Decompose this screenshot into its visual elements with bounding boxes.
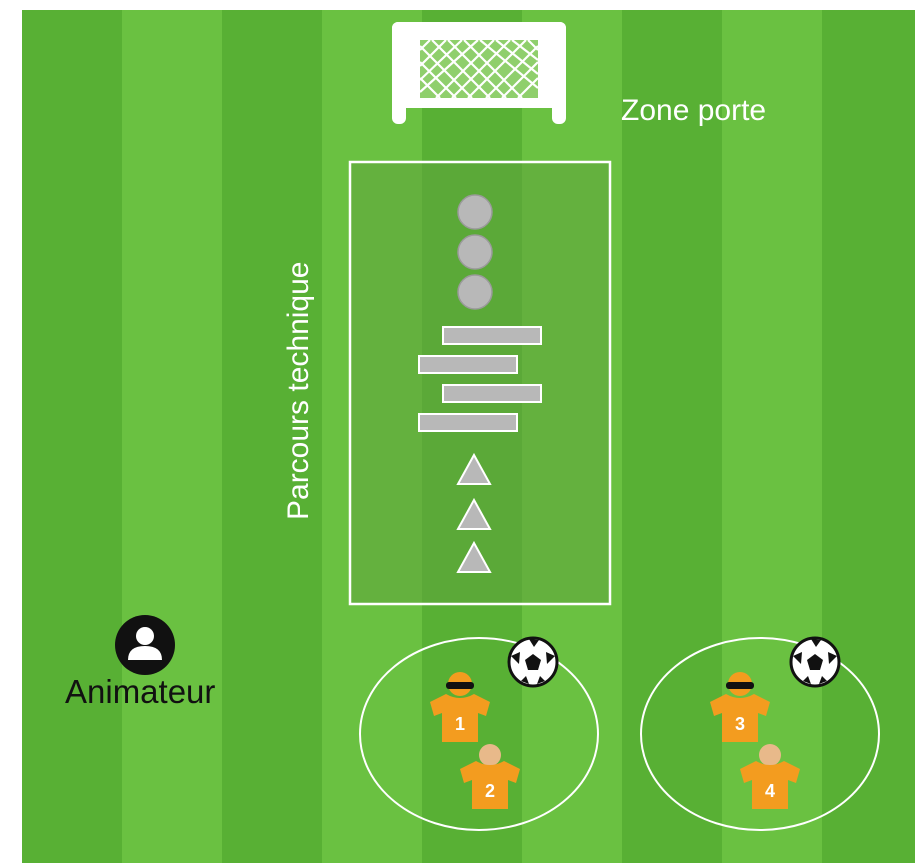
player-number: 4 — [765, 781, 775, 801]
pitch-stripe — [822, 10, 915, 863]
hurdle-bar — [418, 355, 518, 374]
group-circle-left — [359, 637, 599, 831]
cone-marker — [456, 540, 492, 573]
goal-icon — [392, 22, 566, 124]
pitch-stripes — [22, 10, 915, 863]
cone-marker — [456, 452, 492, 485]
blindfold-icon — [446, 682, 474, 689]
player-4: 4 — [740, 744, 800, 809]
jersey-icon — [710, 694, 770, 742]
coach-icon — [115, 615, 175, 675]
player-head — [479, 744, 501, 766]
player-number: 2 — [485, 781, 495, 801]
disc-marker — [457, 194, 493, 230]
football-icon — [507, 636, 559, 688]
pitch-stripe — [22, 10, 122, 863]
player-head — [759, 744, 781, 766]
jersey-icon — [460, 761, 520, 809]
jersey-icon — [740, 761, 800, 809]
disc-marker — [457, 234, 493, 270]
hurdle-bar — [442, 384, 542, 403]
pitch-stripe — [222, 10, 322, 863]
hurdle-bar — [442, 326, 542, 345]
player-1: 1 — [430, 672, 490, 742]
cone-markers — [456, 452, 492, 573]
cone-marker — [456, 497, 492, 530]
goal-zone-label: Zone porte — [621, 94, 766, 127]
player-number: 3 — [735, 714, 745, 734]
players: 1 2 3 4 — [430, 636, 841, 809]
hurdle-bar — [418, 413, 518, 432]
football-icon — [789, 636, 841, 688]
group-circle-right — [640, 637, 880, 831]
blindfold-icon — [726, 682, 754, 689]
disc-marker — [457, 274, 493, 310]
player-2: 2 — [460, 744, 520, 809]
pitch-stripe — [622, 10, 722, 863]
jersey-icon — [430, 694, 490, 742]
player-number: 1 — [455, 714, 465, 734]
player-3: 3 — [710, 672, 770, 742]
disc-markers — [457, 194, 493, 310]
course-label: Parcours technique — [282, 262, 315, 521]
coach-label: Animateur — [65, 673, 215, 710]
hurdle-bars — [418, 326, 542, 432]
